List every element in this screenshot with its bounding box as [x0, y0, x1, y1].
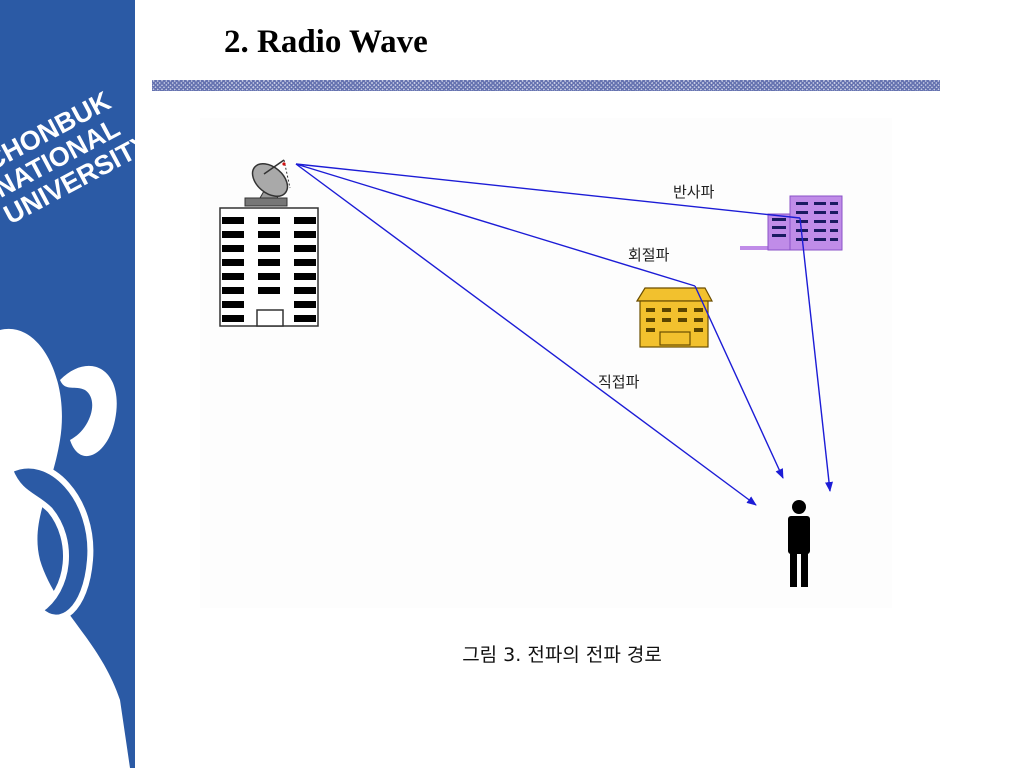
- emblem-figure-shape: [0, 328, 130, 768]
- person-icon: [788, 500, 810, 587]
- diffracted-wave-label: 회절파: [628, 246, 670, 264]
- title-divider: [152, 80, 940, 91]
- diagram-canvas: 반사파 회절파 직접파: [219, 159, 843, 587]
- sidebar: CHONBUK NATIONAL UNIVERSITY: [0, 0, 135, 768]
- satellite-dish-icon: [244, 159, 291, 207]
- wave-paths: [295, 163, 833, 506]
- reflected-wave-incident-path: [295, 163, 801, 219]
- reflected-wave-outgoing-path: [799, 217, 833, 492]
- slide-title: 2. Radio Wave: [224, 24, 428, 60]
- university-emblem: CHONBUK NATIONAL UNIVERSITY: [0, 85, 135, 768]
- direct-wave-label: 직접파: [598, 373, 640, 391]
- radio-wave-diagram: 반사파 회절파 직접파: [200, 118, 892, 608]
- transmitter-building-icon: [219, 207, 319, 327]
- logo-text-group: CHONBUK NATIONAL UNIVERSITY: [0, 85, 135, 230]
- emblem-curve-shape: [6, 462, 94, 621]
- figure-caption: 그림 3. 전파의 전파 경로: [462, 644, 662, 666]
- diffraction-wave-incident-path: [295, 163, 696, 287]
- reflected-wave-label: 반사파: [673, 183, 715, 201]
- direct-wave-path: [295, 163, 757, 506]
- diffraction-wave-outgoing-path: [694, 285, 784, 479]
- diffraction-building-icon: [635, 287, 714, 348]
- reflector-building-icon: [740, 195, 843, 251]
- emblem-swoosh-shape: [60, 365, 117, 457]
